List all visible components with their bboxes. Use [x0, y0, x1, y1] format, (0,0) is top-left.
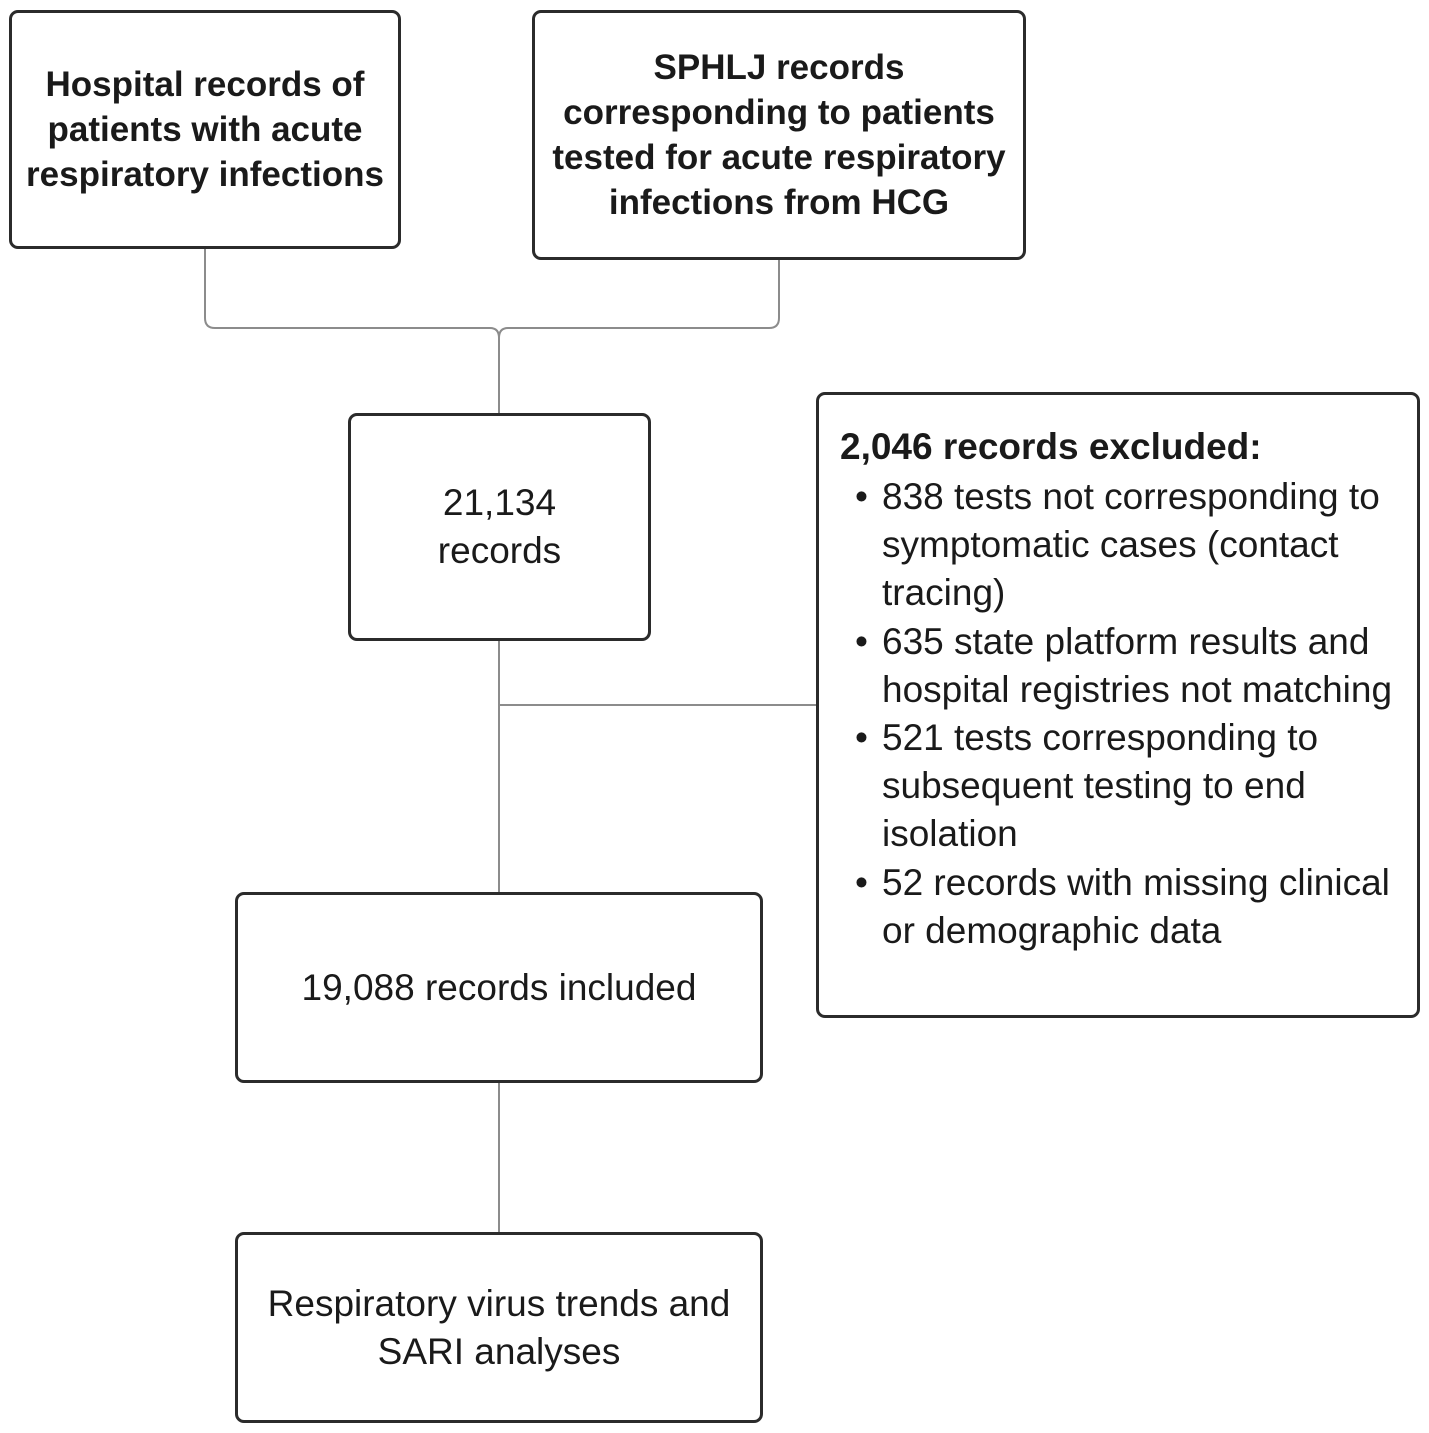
excluded-reason-text: 521 tests corresponding to subsequent te…	[882, 717, 1319, 855]
excluded-reason-item: • 521 tests corresponding to subsequent t…	[845, 714, 1405, 859]
sphlj-records-text: SPHLJ records corresponding to patients …	[552, 48, 1006, 222]
total-records-text: 21,134 records	[437, 482, 562, 571]
bullet-icon: •	[855, 620, 868, 662]
included-records-box: 19,088 records included	[235, 892, 763, 1083]
hospital-records-box: Hospital records of patients with acute …	[9, 10, 401, 249]
bullet-icon: •	[855, 476, 868, 517]
excluded-title: 2,046 records excluded:	[840, 426, 1262, 467]
analyses-box: Respiratory virus trends and SARI analys…	[235, 1232, 763, 1423]
excluded-reason-item: • 838 tests not corresponding to symptoma…	[845, 473, 1405, 618]
connector-hospital-to-merge	[204, 249, 500, 339]
excluded-reason-item: • 52 records with missing clinical or dem…	[845, 859, 1405, 955]
connector-sphlj-to-merge	[498, 260, 780, 339]
excluded-reasons-list: • 838 tests not corresponding to symptoma…	[845, 473, 1405, 955]
excluded-records-box: 2,046 records excluded: • 838 tests not c…	[816, 392, 1420, 1018]
sphlj-records-box: SPHLJ records corresponding to patients …	[532, 10, 1026, 260]
included-records-text: 19,088 records included	[301, 967, 697, 1008]
excluded-reason-text: 635 state platform results and hospital …	[882, 620, 1393, 710]
excluded-reason-text: 838 tests not corresponding to symptomat…	[882, 476, 1380, 614]
bullet-icon: •	[855, 717, 868, 759]
bullet-icon: •	[855, 861, 868, 903]
hospital-records-text: Hospital records of patients with acute …	[26, 65, 384, 194]
analyses-text: Respiratory virus trends and SARI analys…	[267, 1282, 731, 1372]
excluded-reason-item: • 635 state platform results and hospital…	[845, 618, 1405, 714]
total-records-box: 21,134 records	[348, 413, 651, 641]
excluded-reason-text: 52 records with missing clinical or demo…	[882, 861, 1390, 951]
